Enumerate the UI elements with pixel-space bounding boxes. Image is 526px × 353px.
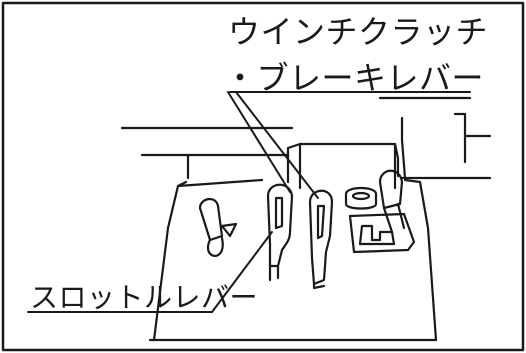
lever-gate-frame <box>286 142 400 190</box>
background-structure <box>120 96 492 180</box>
console-body <box>148 178 438 342</box>
right-small-cap <box>344 186 378 210</box>
leader-lines <box>27 91 471 313</box>
winch-brake-lever <box>308 189 334 290</box>
throttle-lever <box>266 183 294 282</box>
winch-brake-lever-label-line2: ・ブレーキレバー <box>224 59 485 97</box>
gear-shift-knob <box>378 169 406 234</box>
left-small-knob <box>198 198 238 258</box>
shift-gate <box>348 212 416 254</box>
winch-brake-lever-label-line1: ウインチクラッチ <box>228 13 489 51</box>
throttle-lever-label: スロットルレバー <box>30 281 259 314</box>
